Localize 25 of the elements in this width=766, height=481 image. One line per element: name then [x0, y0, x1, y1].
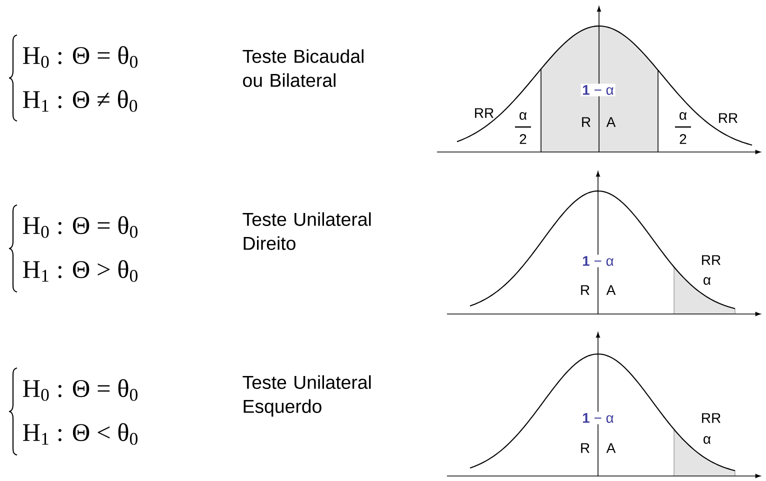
hypothesis-formula: H$_{1}$ : Θ > θ$_{0}$ — [23, 260, 138, 282]
region-label: R — [582, 117, 590, 127]
region-label: RR — [702, 255, 720, 265]
test-name: Teste Unilateral Direito — [242, 212, 371, 250]
hypothesis-formula: H$_{0}$ : Θ = θ$_{0}$ — [23, 379, 138, 401]
region-label: RR — [475, 108, 494, 118]
fraction: α 2 — [675, 112, 692, 144]
region-label: A — [606, 443, 616, 453]
probability-label: 1 − α — [580, 254, 616, 268]
hypothesis-formula: H$_{1}$ : Θ < θ$_{0}$ — [23, 423, 138, 445]
hypothesis-formula: H$_{0}$ : Θ = θ$_{0}$ — [23, 216, 138, 238]
region-label: A — [606, 117, 616, 127]
hypothesis-formula: H$_{1}$ : Θ ≠ θ$_{0}$ — [23, 90, 138, 112]
region-label: α — [704, 277, 711, 285]
region-label: R — [581, 443, 590, 453]
region-label: R — [581, 285, 590, 295]
test-name: Teste Bicaudal ou Bilateral — [242, 49, 364, 87]
region-label: RR — [719, 113, 738, 123]
probability-label: 1 − α — [580, 412, 616, 424]
fraction: α 2 — [515, 112, 531, 144]
test-name: Teste Unilateral Esquerdo — [242, 375, 371, 417]
region-label: A — [606, 285, 616, 295]
region-label: RR — [702, 413, 720, 423]
hypothesis-formula: H$_{0}$ : Θ = θ$_{0}$ — [23, 46, 138, 68]
region-label: α — [704, 436, 711, 444]
